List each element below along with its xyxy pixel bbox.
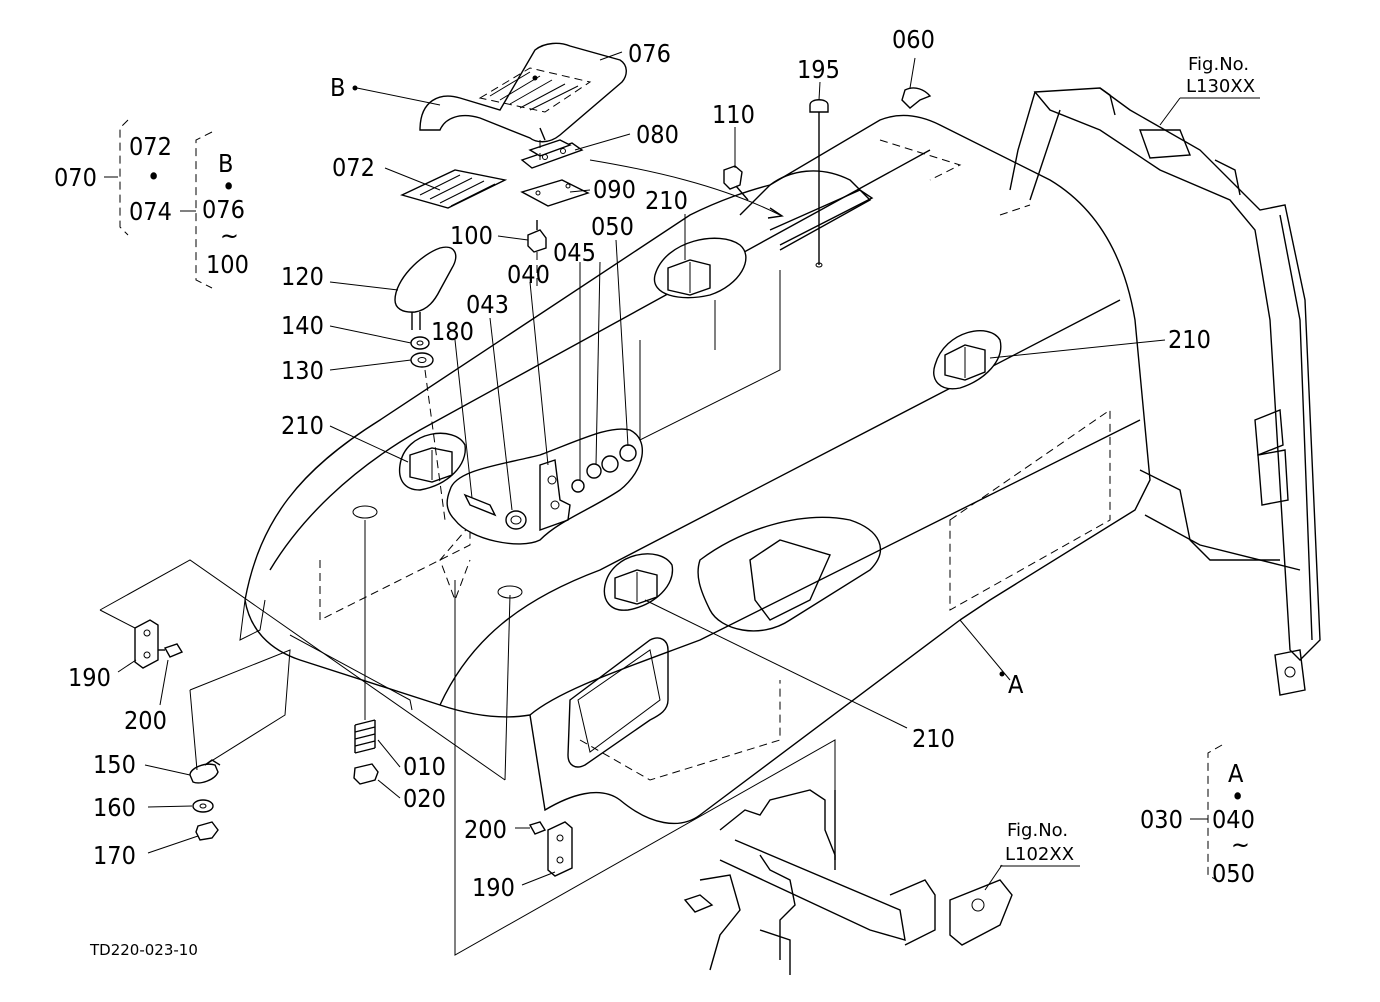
callout-190-left: 190 (68, 663, 111, 692)
callout-180: 180 (431, 317, 474, 346)
washer-140 (410, 336, 430, 350)
callout-195: 195 (797, 55, 840, 84)
callout-labels: B 076 080 090 072 100 110 195 060 120 14… (68, 25, 1211, 902)
group-030-a-dot: • (1231, 782, 1244, 811)
group-030-label: 030 (1140, 805, 1183, 834)
fig-ref-bottom: Fig.No. L102XX (1000, 820, 1080, 867)
plate-072 (400, 169, 508, 209)
rear-frame (1009, 87, 1321, 696)
bumper-020 (353, 763, 379, 785)
latch-detail-bubble (446, 428, 644, 545)
callout-210-left: 210 (281, 411, 324, 440)
fig-ref-top-right: Fig.No. L130XX (1180, 54, 1260, 99)
fig-ref-bottom-code: L102XX (1005, 844, 1074, 865)
rubber-pad-top (653, 237, 747, 299)
callout-160: 160 (93, 793, 136, 822)
group-030-from: 040 (1212, 805, 1255, 834)
assembly-lines (99, 140, 836, 956)
callout-150: 150 (93, 750, 136, 779)
group-070-first: 072 (129, 132, 172, 161)
rubber-pad-bottom (603, 553, 674, 611)
hinge-080 (520, 139, 584, 169)
callout-200-left: 200 (124, 706, 167, 735)
bonnet-body (239, 114, 1151, 825)
group-030-legend: 030 A • 040 ~ 050 (1140, 744, 1255, 888)
callout-040: 040 (507, 260, 550, 289)
rubber-pad-left (398, 432, 466, 491)
callout-130: 130 (281, 356, 324, 385)
group-070-b-to: 100 (206, 250, 249, 279)
rubber-pad-right (933, 330, 1002, 390)
group-070-b-label: B (218, 149, 233, 178)
group-070-second: 074 (129, 197, 172, 226)
callout-010: 010 (403, 752, 446, 781)
callout-210-bottom: 210 (912, 724, 955, 753)
top-cover-part (419, 42, 627, 143)
callout-045: 045 (553, 238, 596, 267)
group-070-legend: 070 072 • 074 B • 076 ~ 100 (54, 119, 249, 289)
callout-050: 050 (591, 212, 634, 241)
group-070-b-dot: • (222, 172, 235, 201)
callout-043: 043 (466, 290, 509, 319)
group-070-label: 070 (54, 163, 97, 192)
lower-support-frame (683, 789, 1013, 975)
fig-ref-top-code: L130XX (1186, 76, 1255, 97)
drawing-id: TD220-023-10 (89, 941, 198, 959)
callout-170: 170 (93, 841, 136, 870)
callout-ref-a: A (1008, 670, 1024, 699)
callout-140: 140 (281, 311, 324, 340)
group-070-b-from: 076 (202, 195, 245, 224)
bolt-200-left (158, 643, 184, 658)
fig-ref-bottom-title: Fig.No. (1007, 820, 1068, 841)
callout-080: 080 (636, 120, 679, 149)
fig-ref-top-title: Fig.No. (1188, 54, 1249, 75)
callout-210-top: 210 (645, 186, 688, 215)
callout-210-right: 210 (1168, 325, 1211, 354)
callout-060: 060 (892, 25, 935, 54)
latch-plate-150 (189, 759, 221, 784)
callout-ref-b: B (330, 73, 345, 102)
callout-200-mid: 200 (464, 815, 507, 844)
bolt-110 (723, 165, 749, 201)
group-030-to: 050 (1212, 859, 1255, 888)
leader-lines (117, 51, 1181, 891)
callout-190-mid: 190 (472, 873, 515, 902)
group-030-a-label: A (1228, 759, 1244, 788)
spring-010 (354, 719, 376, 754)
callout-120: 120 (281, 262, 324, 291)
group-070-tilde: ~ (220, 221, 239, 250)
callout-110: 110 (712, 100, 755, 129)
group-070-dot: • (147, 162, 160, 191)
knob-120 (394, 246, 457, 330)
callout-072: 072 (332, 153, 375, 182)
callout-100: 100 (450, 221, 493, 250)
bolt-100 (527, 220, 547, 253)
bracket-190-left (134, 619, 159, 669)
plate-090 (520, 179, 590, 207)
washer-160 (192, 799, 214, 813)
clip-060 (901, 87, 932, 109)
bracket-190-mid (547, 821, 573, 877)
callout-076: 076 (628, 39, 671, 68)
pin-195 (809, 99, 829, 268)
group-030-tilde: ~ (1231, 830, 1250, 859)
washer-130 (410, 352, 434, 368)
callout-090: 090 (593, 175, 636, 204)
bolt-200-mid (528, 821, 547, 835)
nut-170 (195, 821, 219, 841)
callout-020: 020 (403, 784, 446, 813)
